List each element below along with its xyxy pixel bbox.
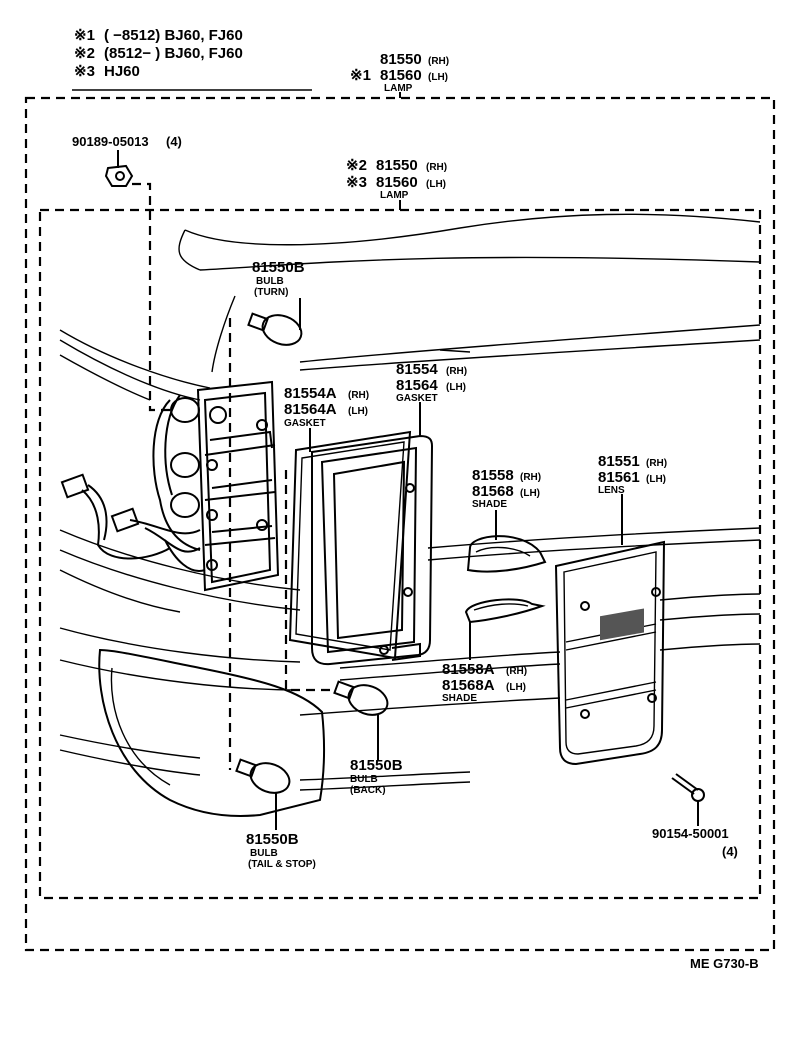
gasket-lh: (LH) [446, 382, 466, 393]
bulb-turn-part [247, 312, 303, 346]
bulb-tail-desc: (TAIL & STOP) [248, 859, 316, 870]
lamp-inner-mark-rh: ※2 [346, 157, 367, 174]
gasket-a-name: GASKET [284, 418, 326, 429]
lamp-inner-lh: (LH) [426, 179, 446, 190]
lens-part-lh: 81561 [598, 469, 640, 486]
lens-label: 81551 (RH) 81561 (LH) LENS [598, 453, 667, 496]
gasket-rh: (RH) [446, 366, 467, 377]
lamp-inner-name: LAMP [380, 190, 409, 201]
lens-rh: (RH) [646, 458, 667, 469]
lamp-inner-num-lh: 81560 [376, 174, 418, 191]
gasket-part-rh: 81554 [396, 361, 438, 378]
gasket-a-part-rh: 81554A [284, 385, 337, 402]
note-3-text: HJ60 [104, 63, 140, 80]
screw-top-part-number: 90189-05013 [72, 134, 149, 149]
screw-lens-qty: (4) [722, 844, 738, 859]
screw-lens-part-number: 90154-50001 [652, 826, 729, 841]
bulb-tail-label: 81550B BULB (TAIL & STOP) [246, 831, 316, 870]
bulb-tail-part-number: 81550B [246, 831, 299, 848]
gasket-a-rh: (RH) [348, 390, 369, 401]
lens-lh: (LH) [646, 474, 666, 485]
shade-a-name: SHADE [442, 693, 477, 704]
shade-label: 81558 (RH) 81568 (LH) SHADE [472, 467, 541, 510]
lamp-outer-rh: (RH) [428, 56, 449, 67]
lamp-inner-num-rh: 81550 [376, 157, 418, 174]
bulb-back-name: BULB [350, 774, 378, 785]
page-code: ME G730-B [690, 956, 759, 971]
screw-top-part [104, 164, 134, 187]
bulb-turn-label: 81550B BULB (TURN) [252, 259, 305, 298]
lamp-inner-mark-lh: ※3 [346, 174, 367, 191]
note-2-text: (8512− ) BJ60, FJ60 [104, 45, 243, 62]
vehicle-body-outline [59, 213, 761, 818]
note-2-mark: ※2 [74, 45, 95, 62]
shade-a-part-rh: 81558A [442, 661, 495, 678]
bulb-turn-name: BULB [256, 276, 284, 287]
lamp-outer-num-rh: 81550 [380, 51, 422, 68]
shade-a-rh: (RH) [506, 666, 527, 677]
shade-part [466, 535, 547, 573]
assembly-dashed-lines [24, 96, 776, 952]
shade-rh: (RH) [520, 472, 541, 483]
gasket-a-lh: (LH) [348, 406, 368, 417]
lens-part-rh: 81551 [598, 453, 640, 470]
bulb-back-label: 81550B BULB (BACK) [350, 757, 403, 796]
lamp-outer-lh: (LH) [428, 72, 448, 83]
note-1-text: ( −8512) BJ60, FJ60 [104, 27, 243, 44]
shade-part-lh: 81568 [472, 483, 514, 500]
notes-legend: ※1 ( −8512) BJ60, FJ60 ※2 (8512− ) BJ60,… [74, 27, 243, 80]
screw-lens-part [671, 773, 705, 802]
lamp-housing [196, 380, 280, 592]
screw-top-qty: (4) [166, 134, 182, 149]
shade-a-part [464, 598, 546, 624]
bulb-tail-name: BULB [250, 848, 278, 859]
note-3-mark: ※3 [74, 63, 95, 80]
gasket-label: 81554 (RH) 81564 (LH) GASKET [396, 361, 467, 404]
bulb-tail-part [235, 758, 291, 794]
bulb-turn-part-number: 81550B [252, 259, 305, 276]
shade-name: SHADE [472, 499, 507, 510]
gasket-a-label: 81554A (RH) 81564A (LH) GASKET [284, 385, 369, 429]
gasket-part-lh: 81564 [396, 377, 438, 394]
lens-name: LENS [598, 485, 625, 496]
gasket-part [311, 434, 434, 666]
bulb-back-part [333, 680, 389, 716]
shade-a-label: 81558A (RH) 81568A (LH) SHADE [442, 661, 527, 704]
leader-lines [72, 89, 699, 830]
wire-harness [60, 394, 206, 572]
lamp-outer-num-lh: 81560 [380, 67, 422, 84]
shade-part-rh: 81558 [472, 467, 514, 484]
lens-part [554, 540, 666, 766]
note-1-mark: ※1 [74, 27, 95, 44]
bulb-turn-desc: (TURN) [254, 287, 288, 298]
bulb-back-desc: (BACK) [350, 785, 386, 796]
screw-lens-label: 90154-50001 (4) [652, 826, 738, 859]
shade-lh: (LH) [520, 488, 540, 499]
shade-a-lh: (LH) [506, 682, 526, 693]
lamp-inner-label: ※2 81550 (RH) ※3 81560 (LH) LAMP [346, 157, 447, 201]
shade-a-part-lh: 81568A [442, 677, 495, 694]
bulb-back-part-number: 81550B [350, 757, 403, 774]
screw-top-label: 90189-05013 (4) [72, 134, 182, 149]
lamp-outer-mark: ※1 [350, 67, 371, 84]
gasket-a-part [288, 430, 412, 660]
gasket-a-part-lh: 81564A [284, 401, 337, 418]
lamp-outer-label: 81550 (RH) ※1 81560 (LH) LAMP [350, 51, 449, 94]
gasket-name: GASKET [396, 393, 438, 404]
lamp-inner-rh: (RH) [426, 162, 447, 173]
lamp-outer-name: LAMP [384, 83, 413, 94]
